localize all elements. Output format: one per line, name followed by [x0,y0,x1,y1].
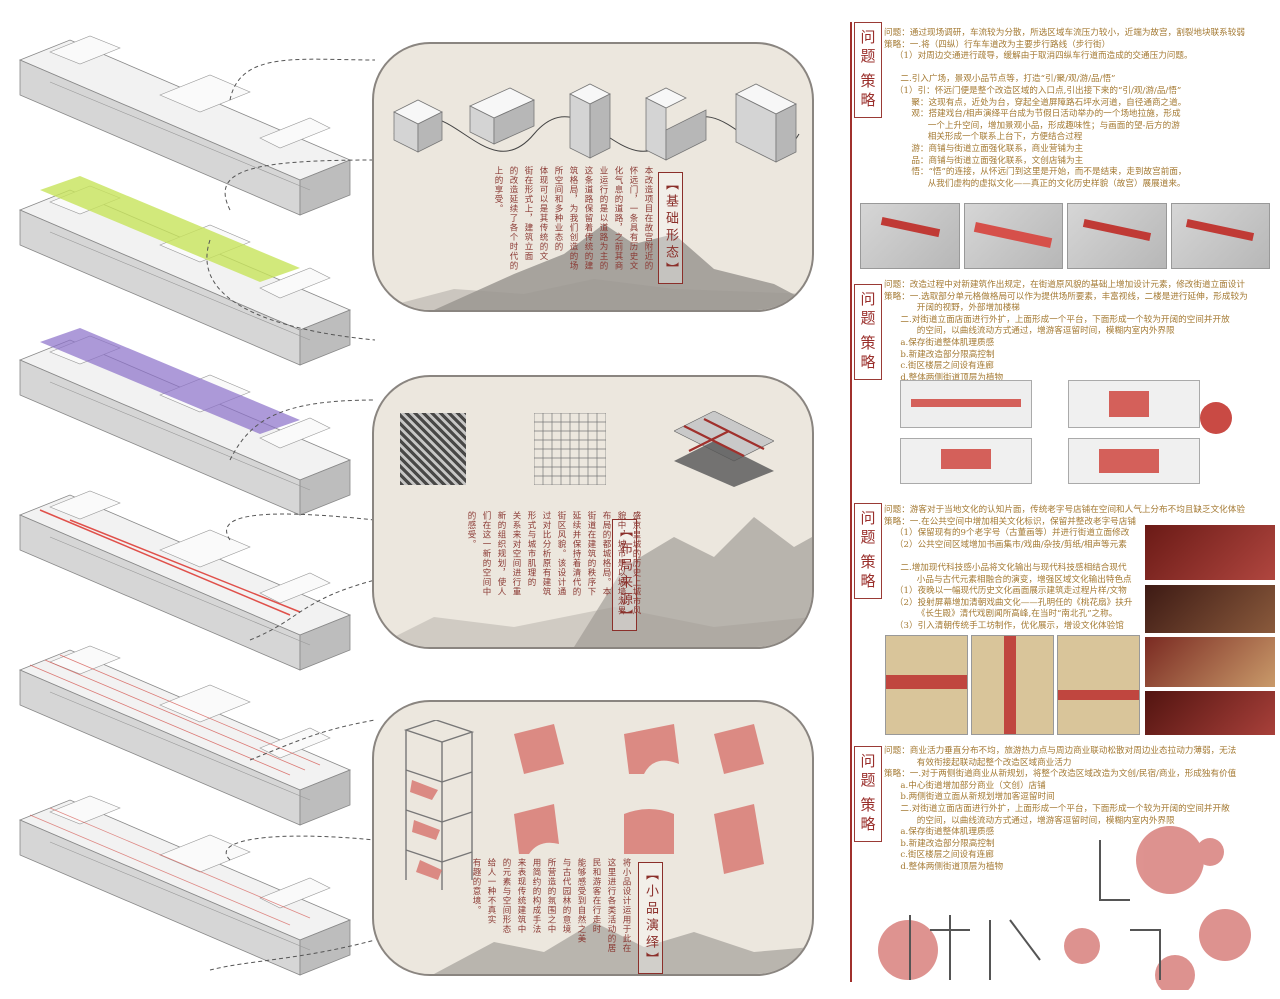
panel-layout-source: 【布局来源】 盛京皇城的历史上城市风 貌中，城市是以城墙为界 布局的都城格局。本… [372,375,814,649]
block-sequence-diagram [393,83,800,163]
strategy-label: 策略 [858,335,877,373]
panel-body-text: 将小品设计运用于此在 这里进行各类活动的居 民和游客在行走时 能够感受到自然之美… [462,858,632,968]
text-column: 来表现传统建筑中 [516,858,526,934]
text-column: 的元素与空间形态 [501,858,511,934]
photo [1145,525,1275,580]
ink-mountain-landscape [374,224,812,310]
text-column: 布局的都城格局。本 [601,511,611,597]
text-block-2: 问题：改造过程中对新建筑作出规定，在街道原风貌的基础上增加设计元素，修改街道立面… [884,280,1248,383]
grid-diagram [534,413,606,485]
text-column: 街在形式上，建筑立面 [523,166,533,261]
panel-body-text: 本改造项目在故宫附近的 怀远门，一条具有历史文 化气息的道路，之前其商 业运行的… [493,166,654,286]
divider-line [850,22,852,982]
text-column: 能够感受到自然之美 [576,858,586,944]
axonometric-models [19,35,351,976]
text-block-4: 问题：商业活力垂直分布不均，旅游热力点与周边商业联动松散对周边业态拉动力薄弱，无… [884,746,1237,872]
connector-lines [206,58,376,971]
strategy-label: 策略 [858,73,877,111]
ink-mountain-landscape [434,922,812,974]
text-column: 新的组织规划，使人 [496,511,506,597]
panel-body-text: 盛京皇城的历史上城市风 貌中，城市是以城墙为界 布局的都城格局。本 街道在建筑的… [452,511,642,637]
photo [1145,637,1275,687]
ink-mountain-landscape [374,517,812,647]
qa-label-2: 问题 策略 [854,284,882,380]
text-column: 用简约的构成手法 [531,858,541,934]
photo [1145,585,1275,633]
question-label: 问题 [858,753,877,791]
panel-title: 【基础形态】 [658,172,683,284]
text-column: 形式与城市肌理的 [526,511,536,587]
site-map [885,635,968,735]
qa-label-4: 问题 策略 [854,746,882,842]
text-column: 化气息的道路，之前其商 [613,166,623,271]
panel-title: 【布局来源】 [612,519,637,631]
text-column: 街区风貌。该设计通 [556,511,566,597]
question-label: 问题 [858,29,877,67]
section-diagram [900,438,1032,484]
photo [1145,691,1275,735]
text-column: 街道在建筑的秩序下 [586,511,596,597]
site-map [971,635,1054,735]
plan-image-strip [860,203,1270,269]
question-label: 问题 [858,291,877,329]
strategy-label: 策略 [858,554,877,592]
plan-image [1170,203,1270,269]
text-column: 所营造的氛围之中 [546,858,556,934]
section-diagram [1068,438,1200,484]
qa-label-3: 问题 策略 [854,503,882,599]
panel-basic-form: 【基础形态】 本改造项目在故宫附近的 怀远门，一条具有历史文 化气息的道路，之前… [372,42,814,312]
text-column: 这条道路保留着传统的建 [583,166,593,271]
question-label: 问题 [858,510,877,548]
site-map-images [885,635,1140,735]
tower-frame-diagram [403,720,475,890]
sketch-shapes [514,724,764,874]
text-column: 体现可以是其传统的文 [538,166,548,261]
text-block-3: 问题：游客对于当地文化的认知片面，传统老字号店铺在空间和人气上分布不均且缺乏文化… [884,505,1245,631]
text-column: 延续并保持着清代的 [571,511,581,597]
plan-diagram [900,380,1032,428]
strategy-label: 策略 [858,797,877,835]
text-column: 们在这一新的空间中 [481,511,491,597]
text-column: 所空间和多种业态的 [553,166,563,252]
text-column: 怀远门，一条具有历史文 [628,166,638,271]
text-block-1: 问题：通过现场调研，车流较为分散，所选区域车流压力较小，近端为故宫，割裂地块联系… [884,28,1245,189]
text-column: 本改造项目在故宫附近的 [643,166,653,271]
plan-image [963,203,1063,269]
panel-title: 【小品演绎】 [638,862,663,974]
text-column: 给人一种不真实 [486,858,496,925]
plan-image [860,203,960,269]
panel-sketch-elements: 【小品演绎】 将小品设计运用于此在 这里进行各类活动的居 民和游客在行走时 能够… [372,700,814,976]
layout-axon-diagram [674,411,774,487]
urban-fabric-map [400,413,466,485]
text-column: 的感受。 [466,511,476,549]
text-column: 与古代园林的意境 [561,858,571,934]
qa-label-1: 问题 策略 [854,22,882,118]
text-column: 的改造延续了各个时代的 [508,166,518,271]
culture-photos [1145,525,1275,735]
text-column: 这里进行各类活动的居 [606,858,616,953]
commerce-heat-diagram [878,826,1251,990]
text-column: 将小品设计运用于此在 [621,858,631,953]
section-diagram [1068,380,1200,428]
text-column: 有趣的意境。 [471,858,481,915]
text-column: 上的享受。 [493,166,503,214]
text-column: 筑格局，为我们创造的场 [568,166,578,271]
text-column: 盛京皇城的历史上城市风 [631,511,641,616]
site-map [1057,635,1140,735]
elevation-diagrams [900,380,1235,485]
detail-circle [1200,402,1232,434]
text-column: 过对比分析原有建筑 [541,511,551,597]
text-column: 业运行的是以道路为主的 [598,166,608,271]
text-column: 民和游客在行走时 [591,858,601,934]
text-column: 关系来对空间进行重 [511,511,521,597]
plan-image [1067,203,1167,269]
text-column: 貌中，城市是以城墙为界 [616,511,626,616]
